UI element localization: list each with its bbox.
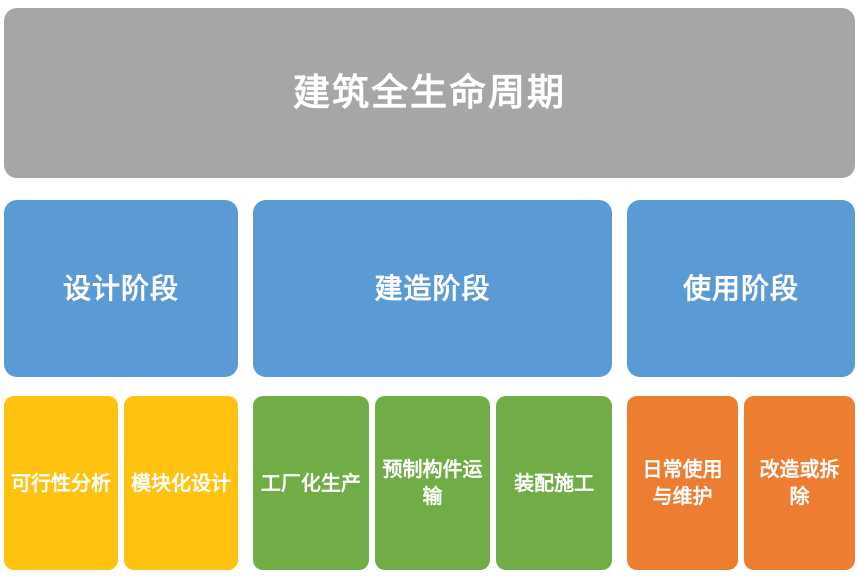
step-box-factory-production[interactable]: 工厂化生产 — [253, 396, 369, 570]
step-group-gap-1 — [238, 396, 253, 570]
phase-box-design[interactable]: 设计阶段 — [4, 200, 238, 377]
step-box-assembly-construction[interactable]: 装配施工 — [496, 396, 613, 570]
step-group-gap-2 — [612, 396, 627, 570]
step-box-daily-use-maintenance[interactable]: 日常使用与维护 — [627, 396, 738, 570]
step-box-prefab-transport[interactable]: 预制构件运输 — [374, 396, 491, 570]
phase-gap-2 — [612, 200, 627, 377]
row-gap-phase-step — [4, 377, 855, 396]
step-box-modular-design[interactable]: 模块化设计 — [124, 396, 238, 570]
diagram-title-banner: 建筑全生命周期 — [4, 8, 855, 178]
phase-gap-1 — [238, 200, 253, 377]
step-group-construction: 工厂化生产 预制构件运输 装配施工 — [253, 396, 613, 570]
step-group-usage: 日常使用与维护 改造或拆除 — [627, 396, 855, 570]
step-row: 可行性分析 模块化设计 工厂化生产 预制构件运输 装配施工 日常使用与维护 改造… — [4, 396, 855, 570]
title-row: 建筑全生命周期 — [4, 8, 855, 178]
row-gap-title-phase — [4, 178, 855, 200]
step-box-renovation-demolition[interactable]: 改造或拆除 — [744, 396, 855, 570]
phase-box-construction[interactable]: 建造阶段 — [253, 200, 612, 377]
phase-row: 设计阶段 建造阶段 使用阶段 — [4, 200, 855, 377]
step-group-design: 可行性分析 模块化设计 — [4, 396, 238, 570]
step-box-feasibility-analysis[interactable]: 可行性分析 — [4, 396, 118, 570]
phase-box-usage[interactable]: 使用阶段 — [627, 200, 855, 377]
